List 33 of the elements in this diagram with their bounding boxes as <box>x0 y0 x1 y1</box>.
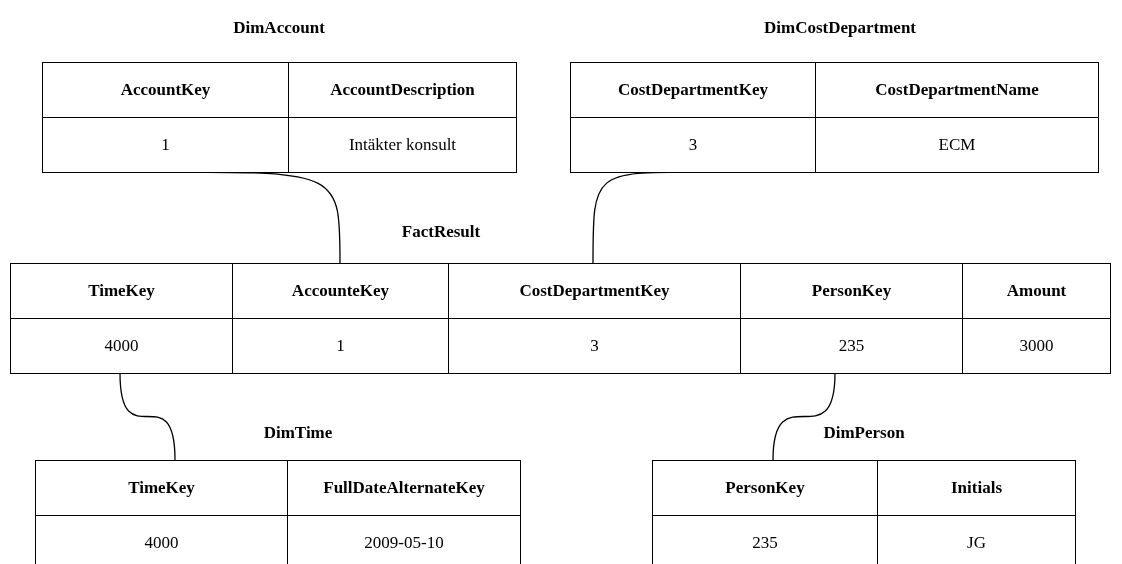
column-header: AccountKey <box>43 63 289 118</box>
connector-line <box>119 372 176 461</box>
column-header: AccounteKey <box>233 264 449 319</box>
table-title: DimAccount <box>233 18 325 38</box>
column-header: CostDepartmentKey <box>449 264 741 319</box>
column-header: PersonKey <box>653 461 878 516</box>
table-title: DimPerson <box>823 423 905 443</box>
column-header: TimeKey <box>11 264 233 319</box>
column-header: Amount <box>963 264 1111 319</box>
column-header: FullDateAlternateKey <box>288 461 521 516</box>
column-header: PersonKey <box>741 264 963 319</box>
table-cell: 2009-05-10 <box>288 516 521 564</box>
column-header: CostDepartmentName <box>816 63 1099 118</box>
connector-line <box>772 372 836 461</box>
table-cell: 3 <box>571 118 816 173</box>
table-cell: 3 <box>449 319 741 374</box>
table-title: FactResult <box>401 222 481 242</box>
column-header: CostDepartmentKey <box>571 63 816 118</box>
table-cell: 4000 <box>36 516 288 564</box>
table-cell: 235 <box>741 319 963 374</box>
table-cell: 1 <box>233 319 449 374</box>
table-cell: Intäkter konsult <box>289 118 517 173</box>
table-cell: 3000 <box>963 319 1111 374</box>
table-cell: 235 <box>653 516 878 564</box>
table-title: DimCostDepartment <box>764 18 916 38</box>
table-cell: ECM <box>816 118 1099 173</box>
column-header: Initials <box>878 461 1076 516</box>
column-header: AccountDescription <box>289 63 517 118</box>
table-cell: JG <box>878 516 1076 564</box>
table-cell: 4000 <box>11 319 233 374</box>
table-title: DimTime <box>263 423 333 443</box>
column-header: TimeKey <box>36 461 288 516</box>
table-cell: 1 <box>43 118 289 173</box>
